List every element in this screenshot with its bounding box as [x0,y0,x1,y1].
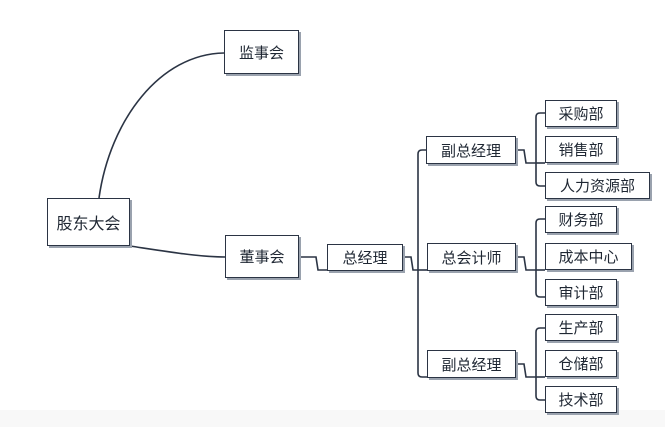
node-technology-dept[interactable]: 技术部 [545,386,617,413]
edge-vp1-children [535,112,545,187]
node-board-of-directors[interactable]: 董事会 [225,235,299,278]
edge-root-board [129,245,226,258]
edge-gm-bus [403,256,418,271]
node-sales-dept[interactable]: 销售部 [545,136,617,163]
edge-board-gm [299,256,327,271]
edge-level3-bus [417,149,427,378]
node-audit-dept[interactable]: 审计部 [545,279,617,306]
node-hr-dept[interactable]: 人力资源部 [545,172,650,199]
node-chief-accountant[interactable]: 总会计师 [427,243,516,271]
node-deputy-gm-1[interactable]: 副总经理 [426,136,516,164]
edge-cfo-children [535,218,545,298]
edge-vp1-bus [516,149,536,164]
edge-vp2-bus [516,363,536,378]
node-shareholders-meeting[interactable]: 股东大会 [47,198,130,246]
node-procurement-dept[interactable]: 采购部 [545,100,617,127]
edge-vp2-children [535,327,545,401]
node-general-manager[interactable]: 总经理 [327,244,403,271]
node-supervisory-board[interactable]: 监事会 [224,30,299,74]
edge-cfo-bus [516,256,536,271]
node-finance-dept[interactable]: 财务部 [545,206,617,233]
bottom-strip [0,410,665,427]
edge-root-supervisors [98,52,225,199]
node-warehouse-dept[interactable]: 仓储部 [545,350,617,377]
node-production-dept[interactable]: 生产部 [545,314,617,341]
node-cost-center[interactable]: 成本中心 [545,243,632,270]
node-deputy-gm-2[interactable]: 副总经理 [427,350,516,378]
